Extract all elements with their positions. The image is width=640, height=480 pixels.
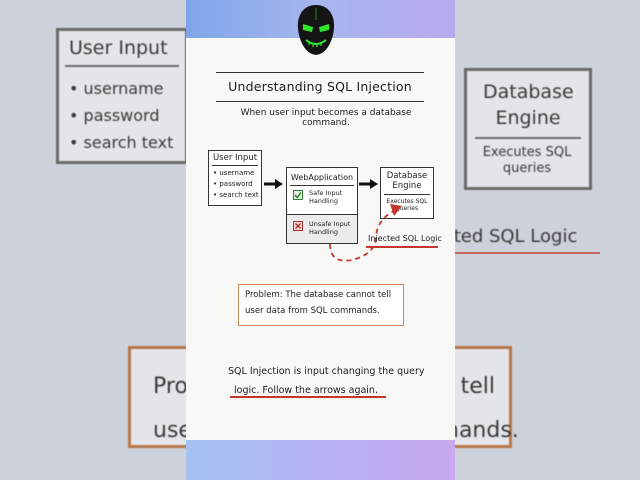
- injected-underline: [366, 246, 438, 248]
- bg-database-box: Database Engine Executes SQL queries: [464, 68, 592, 190]
- panel-bottom-gradient: [186, 440, 455, 480]
- problem-text: Problem: The database cannot tell user d…: [245, 290, 392, 316]
- database-box: Database Engine Executes SQL queries: [380, 167, 434, 219]
- footer-text: SQL Injection is input changing the quer…: [222, 362, 432, 400]
- bg-database-title: Database Engine: [483, 81, 574, 129]
- cross-icon: [293, 221, 303, 231]
- bg-item: • username: [69, 79, 164, 98]
- user-input-item: password: [213, 179, 261, 190]
- unsafe-handling-box: Unsafe Input Handling: [286, 214, 358, 244]
- arrow-right-icon: [264, 179, 283, 189]
- problem-box: Problem: The database cannot tell user d…: [238, 284, 404, 326]
- page-subtitle: When user input becomes a database comma…: [240, 108, 412, 128]
- title-rule-bottom: [216, 101, 424, 102]
- footer-underline: [230, 396, 386, 398]
- bg-user-input-title: User Input: [69, 37, 168, 59]
- bg-injected-label: Injected SQL Logic: [455, 226, 578, 247]
- bg-item: • password: [69, 106, 160, 125]
- bg-item: • search text: [69, 133, 174, 152]
- database-subtitle: Executes SQL queries: [386, 198, 428, 212]
- web-app-title: WebApplication: [290, 173, 354, 182]
- unsafe-handling-label: Unsafe Input Handling: [309, 220, 351, 236]
- bg-problem-right: tell nands.: [445, 346, 519, 448]
- injected-sql-label: Injected SQL Logic: [368, 234, 442, 243]
- user-input-box: User Input username password search text: [208, 150, 262, 206]
- hacker-mask-icon: [297, 5, 335, 55]
- bg-underline: [455, 252, 600, 254]
- footer-line-2: logic. Follow the arrows again.: [234, 385, 378, 396]
- user-input-item: search text: [213, 190, 261, 201]
- title-rule-top: [216, 72, 424, 73]
- footer-line-1: SQL Injection is input changing the quer…: [228, 366, 425, 377]
- safe-handling-label: Safe Input Handling: [309, 189, 343, 205]
- arrow-right-icon: [359, 179, 378, 189]
- database-title: Database Engine: [386, 171, 428, 191]
- page-title: Understanding SQL Injection: [228, 79, 412, 94]
- user-input-title: User Input: [212, 153, 258, 163]
- user-input-item: username: [213, 168, 261, 179]
- check-icon: [293, 190, 303, 200]
- center-panel: Understanding SQL Injection When user in…: [186, 0, 455, 480]
- injection-path-arrow: [329, 204, 402, 262]
- bg-user-input-box: User Input • username • password • searc…: [56, 28, 188, 164]
- bg-database-subtitle: Executes SQL queries: [482, 145, 572, 176]
